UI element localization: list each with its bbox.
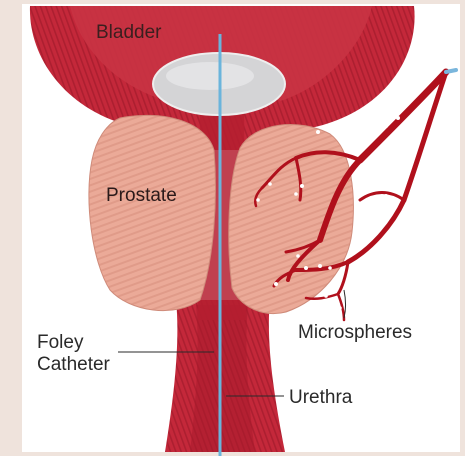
- foley-label-line1: Foley: [37, 332, 110, 354]
- urethra-label: Urethra: [289, 387, 352, 409]
- prostate-label: Prostate: [106, 185, 177, 207]
- foley-catheter-label: Foley Catheter: [37, 332, 110, 376]
- microspheres-label: Microspheres: [298, 322, 412, 344]
- foley-label-line2: Catheter: [37, 354, 110, 376]
- prostate-left-lobe: [89, 115, 216, 310]
- bladder-label: Bladder: [96, 22, 162, 44]
